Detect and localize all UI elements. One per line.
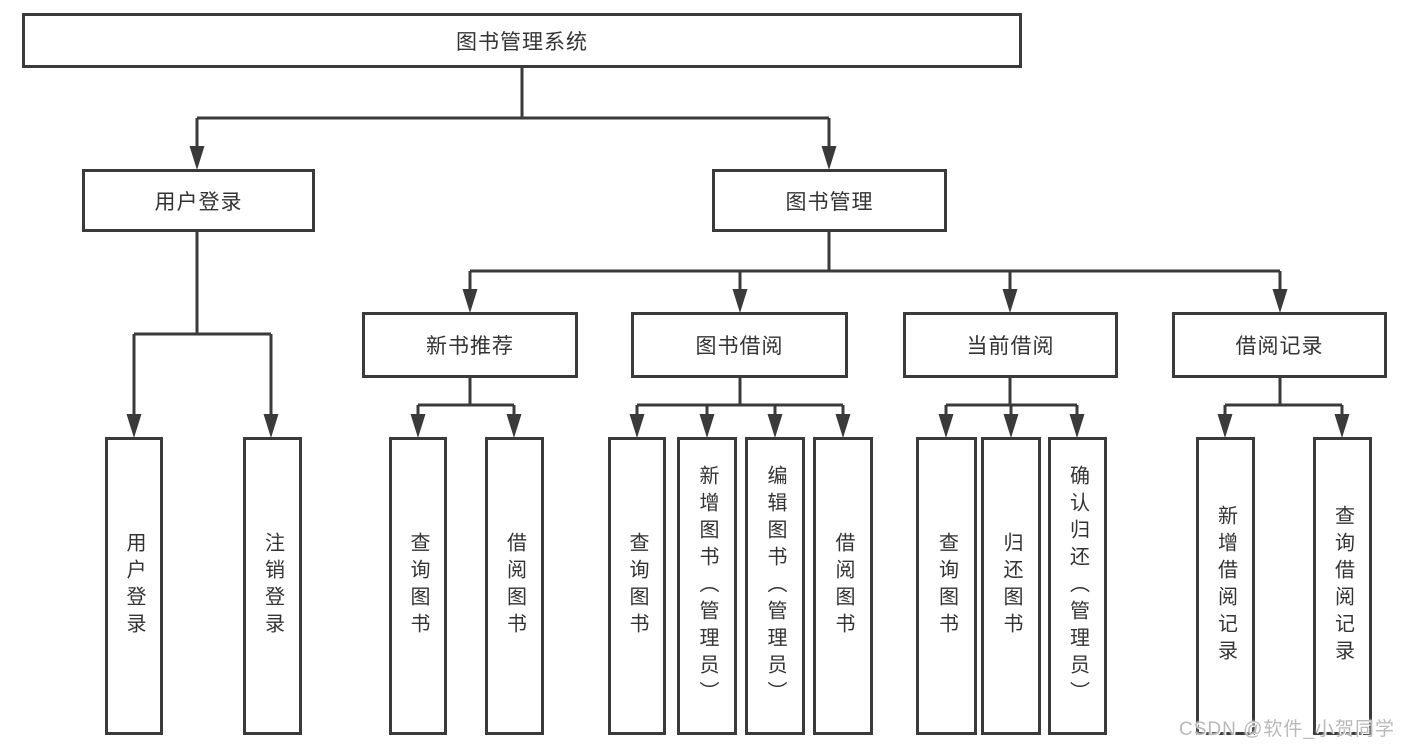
leaf-query-books-recommend: 查询图书 bbox=[389, 437, 447, 735]
leaf-add-book-admin-label: 新增图书（管理员） bbox=[696, 464, 718, 708]
node-current-borrow-label: 当前借阅 bbox=[966, 335, 1055, 358]
leaf-add-borrow-record: 新增借阅记录 bbox=[1196, 437, 1255, 735]
node-book-borrow-label: 图书借阅 bbox=[695, 335, 784, 358]
leaf-add-borrow-record-label: 新增借阅记录 bbox=[1214, 505, 1237, 667]
node-library-management-system: 图书管理系统 bbox=[22, 13, 1022, 68]
leaf-confirm-return-admin-label: 确认归还（管理员） bbox=[1066, 464, 1089, 708]
node-new-book-recommend-label: 新书推荐 bbox=[426, 335, 514, 358]
node-current-borrow: 当前借阅 bbox=[903, 312, 1118, 378]
leaf-confirm-return-admin: 确认归还（管理员） bbox=[1048, 437, 1107, 735]
arrowheads bbox=[126, 146, 1350, 438]
leaf-logout: 注销登录 bbox=[243, 437, 302, 735]
leaf-query-books-current-label: 查询图书 bbox=[935, 532, 958, 640]
node-book-borrow: 图书借阅 bbox=[631, 312, 848, 378]
leaf-borrow-books-borrow-label: 借阅图书 bbox=[832, 532, 854, 640]
leaf-logout-label: 注销登录 bbox=[261, 532, 284, 640]
leaf-query-books-borrow: 查询图书 bbox=[608, 437, 666, 735]
node-user-login: 用户登录 bbox=[82, 169, 315, 232]
leaf-borrow-books-borrow: 借阅图书 bbox=[813, 437, 873, 735]
leaf-return-book-label: 归还图书 bbox=[1000, 532, 1022, 640]
leaf-query-borrow-record-label: 查询借阅记录 bbox=[1331, 505, 1354, 667]
leaf-borrow-books-recommend-label: 借阅图书 bbox=[503, 532, 526, 640]
node-book-management: 图书管理 bbox=[712, 169, 947, 232]
connector-segments bbox=[132, 66, 1344, 430]
node-borrow-records-label: 借阅记录 bbox=[1235, 335, 1324, 358]
leaf-edit-book-admin: 编辑图书（管理员） bbox=[745, 437, 805, 735]
leaf-query-books-recommend-label: 查询图书 bbox=[407, 532, 429, 640]
leaf-query-borrow-record: 查询借阅记录 bbox=[1313, 437, 1372, 735]
leaf-borrow-books-recommend: 借阅图书 bbox=[485, 437, 544, 735]
leaf-user-login: 用户登录 bbox=[105, 437, 163, 735]
csdn-watermark: CSDN @软件_小贺同学 bbox=[1179, 719, 1395, 740]
node-library-management-system-label: 图书管理系统 bbox=[456, 30, 588, 54]
leaf-query-books-borrow-label: 查询图书 bbox=[626, 532, 648, 640]
leaf-add-book-admin: 新增图书（管理员） bbox=[677, 437, 737, 735]
leaf-query-books-current: 查询图书 bbox=[916, 437, 977, 735]
leaf-edit-book-admin-label: 编辑图书（管理员） bbox=[764, 464, 786, 708]
node-user-login-label: 用户登录 bbox=[154, 190, 243, 214]
node-borrow-records: 借阅记录 bbox=[1172, 312, 1387, 378]
leaf-return-book: 归还图书 bbox=[981, 437, 1041, 735]
node-book-management-label: 图书管理 bbox=[785, 190, 874, 214]
leaf-user-login-label: 用户登录 bbox=[123, 532, 145, 640]
node-new-book-recommend: 新书推荐 bbox=[362, 312, 578, 378]
